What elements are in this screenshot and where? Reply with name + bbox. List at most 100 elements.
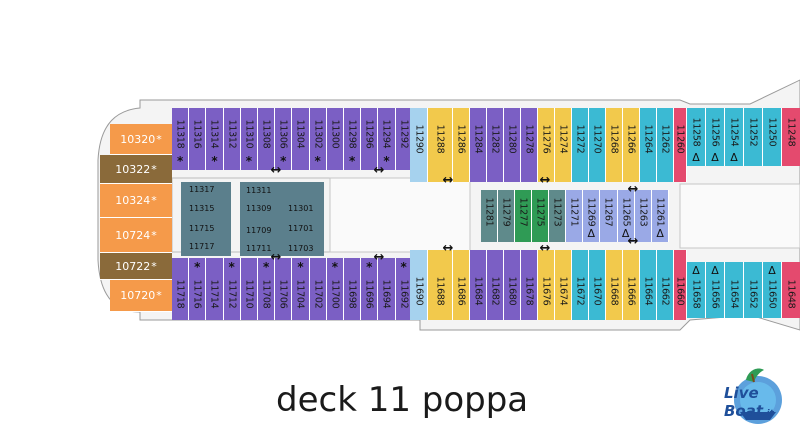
cabin-11684[interactable]: 11684: [470, 250, 487, 320]
cabin-11281[interactable]: 11281: [481, 190, 498, 242]
cabin-11674[interactable]: 11674: [555, 250, 572, 320]
cabin-11288[interactable]: 11288: [428, 108, 453, 182]
cabin-11296[interactable]: 11296: [361, 108, 379, 170]
cabin-11672[interactable]: 11672: [572, 250, 589, 320]
cabin-11274[interactable]: 11274: [555, 108, 572, 182]
suite-10324[interactable]: 10324*: [100, 184, 172, 218]
cabin-11268[interactable]: 11268: [606, 108, 623, 182]
cabin-11273[interactable]: 11273: [549, 190, 566, 242]
cabin-11666[interactable]: 11666: [623, 250, 640, 320]
interior-cabin-11711[interactable]: 11711: [246, 244, 272, 253]
cabin-11654[interactable]: 11654: [725, 262, 744, 318]
cabin-11290[interactable]: 11290: [410, 108, 428, 182]
interior-cabin-11301[interactable]: 11301: [288, 204, 314, 213]
cabin-11248[interactable]: 11248: [782, 108, 800, 166]
cabin-11712[interactable]: 11712*: [223, 258, 241, 320]
cabin-11310[interactable]: 11310*: [240, 108, 258, 170]
interior-cabin-11709[interactable]: 11709: [246, 226, 272, 235]
cabin-11276[interactable]: 11276: [538, 108, 555, 182]
cabin-11648[interactable]: 11648: [782, 262, 800, 318]
cabin-11262[interactable]: 11262: [657, 108, 674, 182]
cabin-11664[interactable]: 11664: [640, 250, 657, 320]
cabin-11300[interactable]: 11300: [326, 108, 344, 170]
cabin-11710[interactable]: 11710: [240, 258, 258, 320]
cabin-11716[interactable]: 11716*: [189, 258, 207, 320]
cabin-11267[interactable]: 11267: [600, 190, 618, 242]
cabin-11696[interactable]: 11696*: [361, 258, 379, 320]
cabin-11706[interactable]: 11706: [275, 258, 293, 320]
cabin-11704[interactable]: 11704*: [292, 258, 310, 320]
cabin-11279[interactable]: 11279: [498, 190, 515, 242]
interior-cabin-11701[interactable]: 11701: [288, 224, 314, 233]
cabin-11250[interactable]: 11250: [763, 108, 782, 166]
cabin-11694[interactable]: 11694: [378, 258, 396, 320]
suite-10322[interactable]: 10322*: [100, 155, 172, 184]
cabin-11700[interactable]: 11700*: [326, 258, 344, 320]
cabin-11286[interactable]: 11286: [453, 108, 470, 182]
interior-cabin-11703[interactable]: 11703: [288, 244, 314, 253]
cabin-11316[interactable]: 11316: [189, 108, 207, 170]
cabin-11702[interactable]: 11702: [309, 258, 327, 320]
cabin-11270[interactable]: 11270: [589, 108, 606, 182]
suite-10724[interactable]: 10724*: [100, 218, 172, 253]
cabin-11312[interactable]: 11312: [223, 108, 241, 170]
cabin-11308[interactable]: 11308: [258, 108, 276, 170]
cabin-11670[interactable]: 11670: [589, 250, 606, 320]
cabin-11271[interactable]: 11271: [566, 190, 584, 242]
cabin-11260[interactable]: 11260: [674, 108, 687, 182]
cabin-11652[interactable]: 11652: [744, 262, 763, 318]
cabin-11668[interactable]: 11668: [606, 250, 623, 320]
interior-cabin-11315[interactable]: 11315: [189, 204, 215, 213]
cabin-11314[interactable]: 11314*: [206, 108, 224, 170]
interior-cabin-11311[interactable]: 11311: [246, 186, 272, 195]
suite-10722[interactable]: 10722*: [100, 253, 172, 280]
cabin-11275[interactable]: 11275: [532, 190, 549, 242]
cabin-11662[interactable]: 11662: [657, 250, 674, 320]
cabin-11306[interactable]: 11306*: [275, 108, 293, 170]
connecting-door-icon: ↔: [373, 250, 385, 265]
cabin-11304[interactable]: 11304: [292, 108, 310, 170]
cabin-11660[interactable]: 11660: [674, 250, 687, 320]
cabin-11272[interactable]: 11272: [572, 108, 589, 182]
cabin-11264[interactable]: 11264: [640, 108, 657, 182]
cabin-11718[interactable]: 11718: [172, 258, 190, 320]
cabin-11263[interactable]: 11263: [634, 190, 652, 242]
cabin-11277[interactable]: 11277: [515, 190, 532, 242]
cabin-11708[interactable]: 11708*: [258, 258, 276, 320]
cabin-11682[interactable]: 11682: [487, 250, 504, 320]
interior-cabin-11317[interactable]: 11317: [189, 185, 215, 194]
cabin-11686[interactable]: 11686: [453, 250, 470, 320]
interior-cabin-11715[interactable]: 11715: [189, 224, 215, 233]
cabin-11298[interactable]: 11298*: [344, 108, 362, 170]
cabin-11690[interactable]: 11690: [410, 250, 428, 320]
cabin-11282[interactable]: 11282: [487, 108, 504, 182]
cabin-11680[interactable]: 11680: [504, 250, 521, 320]
interior-cabin-11309[interactable]: 11309: [246, 204, 272, 213]
suite-10320[interactable]: 10320*: [110, 124, 172, 155]
interior-cabin-11717[interactable]: 11717: [189, 242, 215, 251]
cabin-number: 11292: [398, 119, 410, 149]
cabin-11688[interactable]: 11688: [428, 250, 453, 320]
cabin-11302[interactable]: 11302*: [309, 108, 327, 170]
cabin-11698[interactable]: 11698: [344, 258, 362, 320]
cabin-11676[interactable]: 11676: [538, 250, 555, 320]
cabin-11294[interactable]: 11294*: [378, 108, 396, 170]
cabin-11318[interactable]: 11318*: [172, 108, 190, 170]
cabin-11678[interactable]: 11678: [521, 250, 538, 320]
cabin-11280[interactable]: 11280: [504, 108, 521, 182]
cabin-11278[interactable]: 11278: [521, 108, 538, 182]
cabin-11266[interactable]: 11266: [623, 108, 640, 182]
cabin-11714[interactable]: 11714: [206, 258, 224, 320]
cabin-11252[interactable]: 11252: [744, 108, 763, 166]
cabin-11284[interactable]: 11284: [470, 108, 487, 182]
suite-10720[interactable]: 10720*: [110, 280, 172, 312]
